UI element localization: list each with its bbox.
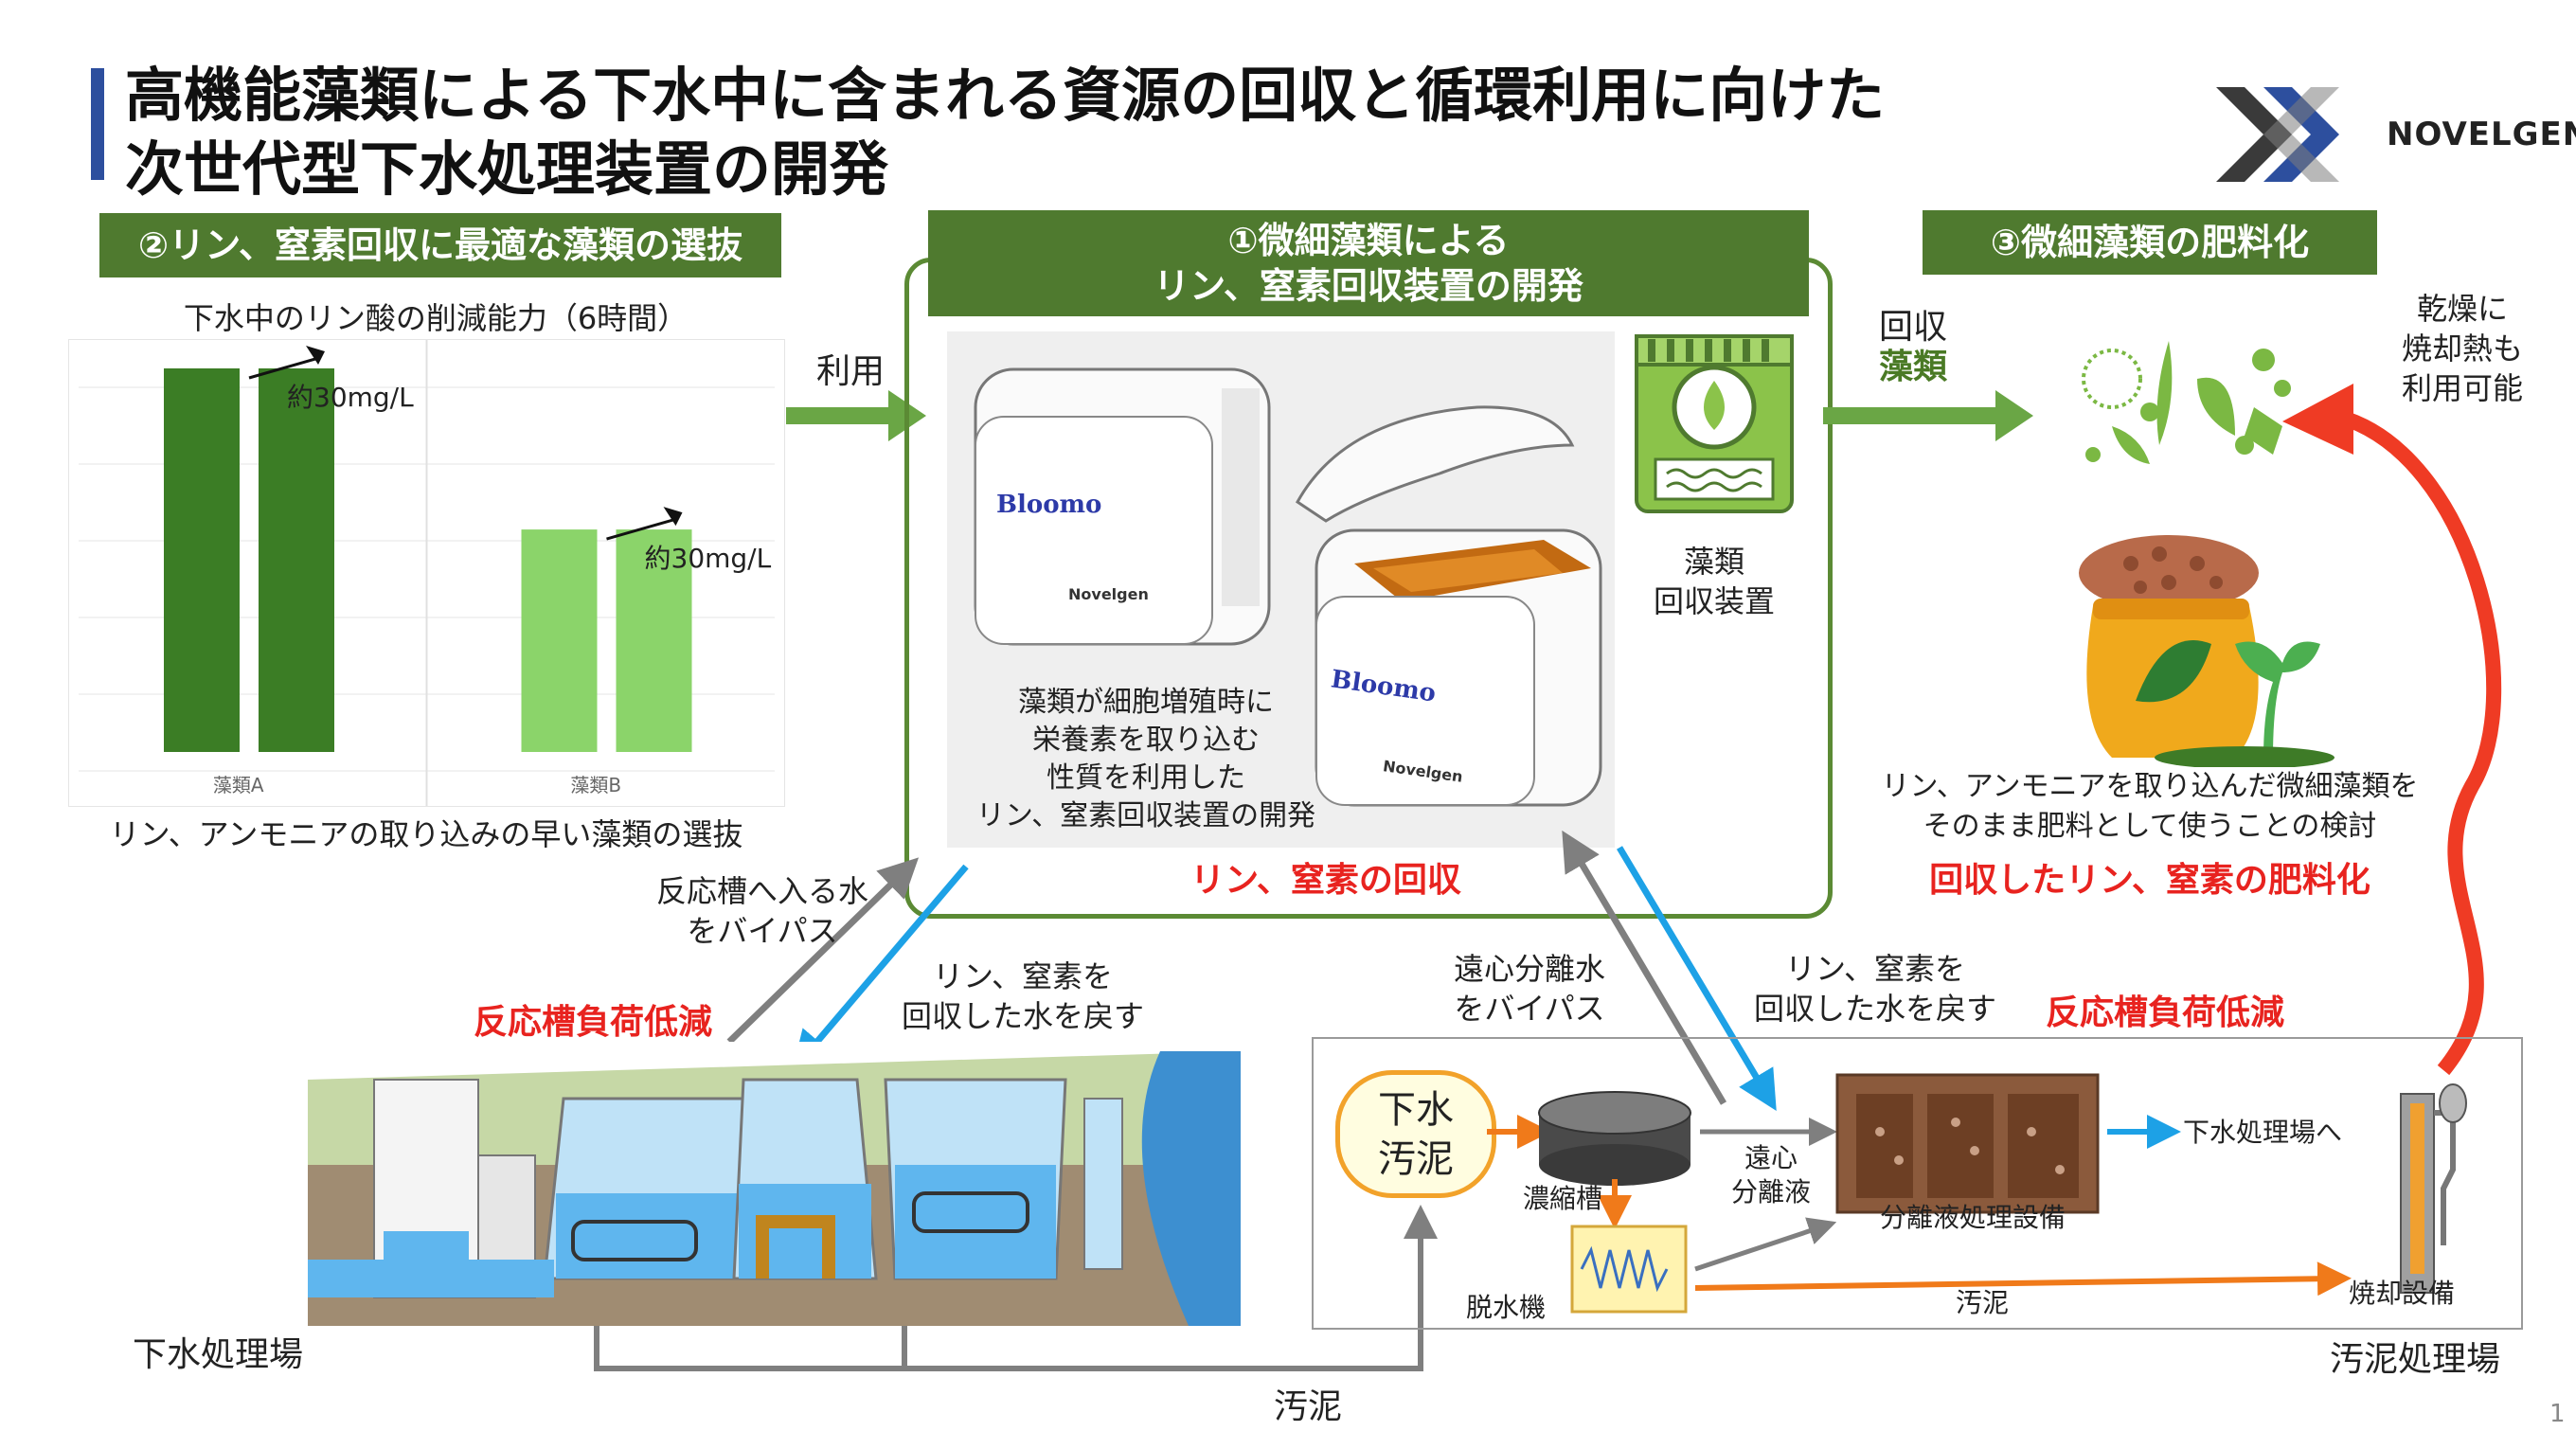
desc-line-4: リン、窒素回収装置の開発 bbox=[975, 799, 1316, 832]
heat-note: 乾燥に 焼却熱も 利用可能 bbox=[2368, 289, 2557, 408]
page-number: 1 bbox=[2549, 1400, 2566, 1428]
heat-line-2: 焼却熱も bbox=[2401, 331, 2523, 367]
heat-return-arrow bbox=[2282, 384, 2502, 1076]
chart-reduction-arrow bbox=[248, 357, 316, 380]
algae-recovery-device-icon bbox=[1635, 334, 1794, 513]
chart-reduction-arrow bbox=[606, 518, 673, 541]
right-return-line-2: 回収した水を戻す bbox=[1753, 991, 1996, 1027]
section2-header: ②リン、窒素回収に最適な藻類の選抜 bbox=[99, 213, 781, 277]
section3-header: ③微細藻類の肥料化 bbox=[1923, 210, 2377, 275]
dewater-label: 脱水機 bbox=[1466, 1292, 1547, 1323]
device1-brand: Bloomo bbox=[996, 491, 1102, 519]
section3-description: リン、アンモニアを取り込んだ微細藻類を そのまま肥料として使うことの検討 bbox=[1856, 767, 2443, 847]
chart-svg: 約30mg/L 藻類A 約30mg/L 藻類B bbox=[79, 340, 775, 806]
chart-bar bbox=[164, 368, 240, 752]
sludge-line-1: 下水 bbox=[1378, 1087, 1454, 1132]
bottom-sludge-label: 汚泥 bbox=[1274, 1387, 1343, 1426]
section2-caption: リン、アンモニアの取り込みの早い藻類の選抜 bbox=[109, 816, 743, 852]
chart-reduction-arrowhead bbox=[663, 507, 683, 527]
logo-mark-icon bbox=[2216, 87, 2339, 182]
right-bypass-line-1: 遠心分離水 bbox=[1453, 951, 1605, 987]
left-return-line-1: リン、窒素を bbox=[932, 958, 1114, 994]
phosphate-chart: 約30mg/L 藻類A 約30mg/L 藻類B bbox=[68, 339, 785, 807]
recover-arrow bbox=[1823, 390, 2033, 441]
right-return-label: リン、窒素を 回収した水を戻す bbox=[1743, 949, 2008, 1029]
chart-annotation: 約30mg/L bbox=[287, 382, 414, 413]
desc-line-1: 藻類が細胞増殖時に bbox=[1018, 686, 1274, 719]
title-line-1: 高機能藻類による下水中に含まれる資源の回収と循環利用に向けた bbox=[125, 61, 1886, 130]
microalgae-icon bbox=[2082, 341, 2291, 464]
separation-label: 分離液処理設備 bbox=[1880, 1202, 2066, 1233]
thickener-label: 濃縮槽 bbox=[1523, 1183, 1603, 1214]
chart-reduction-arrowhead bbox=[306, 346, 325, 365]
sludge-line-2: 汚泥 bbox=[1378, 1136, 1454, 1181]
chart-bar bbox=[259, 368, 334, 752]
desc-line-3: 性質を利用した bbox=[1046, 761, 1245, 795]
recover-line-2: 藻類 bbox=[1878, 348, 1947, 386]
chart-category-label: 藻類A bbox=[213, 774, 264, 796]
incinerator-label: 焼却設備 bbox=[2349, 1278, 2456, 1309]
heat-line-1: 乾燥に bbox=[2416, 291, 2508, 327]
heat-line-3: 利用可能 bbox=[2401, 370, 2523, 406]
right-bypass-line-2: をバイパス bbox=[1454, 991, 1605, 1027]
section1-description: 藻類が細胞増殖時に 栄養素を取り込む 性質を利用した リン、窒素回収装置の開発 bbox=[947, 684, 1345, 835]
section3-desc-line-1: リン、アンモニアを取り込んだ微細藻類を bbox=[1881, 770, 2419, 803]
recover-line-1: 回収 bbox=[1878, 308, 1947, 347]
sludge-plant-box bbox=[1312, 1037, 2523, 1330]
section1-header-line1: ①微細藻類による bbox=[1227, 220, 1510, 261]
sludge-plant-diagram bbox=[1487, 1073, 2467, 1314]
left-return-line-2: 回収した水を戻す bbox=[901, 998, 1144, 1034]
left-plant-label: 下水処理場 bbox=[133, 1335, 304, 1374]
desc-line-2: 栄養素を取り込む bbox=[1032, 724, 1260, 757]
left-bypass-line-2: をバイパス bbox=[687, 913, 838, 949]
section1-header: ①微細藻類による リン、窒素回収装置の開発 bbox=[928, 210, 1809, 316]
centrifuge-line-1: 遠心 bbox=[1744, 1142, 1798, 1173]
right-plant-label: 汚泥処理場 bbox=[2330, 1340, 2501, 1379]
device-illustration: Bloomo Novelgen Bloomo Novelgen 藻類が細胞増殖時… bbox=[947, 331, 1615, 848]
sewage-sludge-badge: 下水 汚泥 bbox=[1335, 1070, 1496, 1198]
bloomo-devices-icon bbox=[974, 367, 1602, 807]
right-bypass-label: 遠心分離水 をバイパス bbox=[1411, 949, 1648, 1029]
to-plant-label: 下水処理場へ bbox=[2183, 1117, 2343, 1148]
section1-result: リン、窒素の回収 bbox=[1190, 861, 1461, 900]
section3-desc-line-2: そのまま肥料として使うことの検討 bbox=[1923, 810, 2377, 843]
centrifuge-label: 遠心 分離液 bbox=[1719, 1141, 1823, 1209]
left-return-label: リン、窒素を 回収した水を戻す bbox=[890, 957, 1155, 1036]
title-line-2: 次世代型下水処理装置の開発 bbox=[125, 134, 889, 204]
right-return-line-1: リン、窒素を bbox=[1784, 951, 1966, 987]
device1-maker: Novelgen bbox=[1068, 585, 1149, 603]
left-load-reduction: 反応槽負荷低減 bbox=[474, 1003, 713, 1042]
sewage-plant-illustration bbox=[308, 1042, 1241, 1326]
chart-category-label: 藻類B bbox=[570, 774, 621, 796]
logo-text: NOVELGEN bbox=[2387, 116, 2576, 153]
right-load-reduction: 反応槽負荷低減 bbox=[2046, 993, 2285, 1032]
chart-annotation: 約30mg/L bbox=[645, 543, 772, 574]
novelgen-logo: NOVELGEN bbox=[2207, 87, 2576, 182]
chart-bar bbox=[616, 529, 692, 752]
algae-recovery-label: 藻類 回収装置 bbox=[1624, 542, 1804, 621]
centrifuge-line-2: 分離液 bbox=[1730, 1176, 1811, 1208]
icon-label-line-1: 藻類 bbox=[1683, 544, 1744, 580]
chart-title: 下水中のリン酸の削減能力（6時間） bbox=[183, 300, 689, 336]
page-title: 高機能藻類による下水中に含まれる資源の回収と循環利用に向けた 次世代型下水処理装… bbox=[125, 59, 1885, 206]
section3-result: 回収したリン、窒素の肥料化 bbox=[1929, 861, 2370, 900]
left-bypass-label: 反応槽へ入る水 をバイパス bbox=[635, 871, 890, 951]
chart-bar bbox=[521, 529, 598, 752]
section1-header-line2: リン、窒素回収装置の開発 bbox=[1154, 265, 1583, 307]
left-bypass-line-1: 反応槽へ入る水 bbox=[655, 873, 868, 909]
recover-label: 回収 藻類 bbox=[1856, 308, 1970, 387]
fertilizer-bag-icon bbox=[2079, 535, 2334, 767]
sludge-flow-label: 汚泥 bbox=[1956, 1287, 2010, 1318]
title-accent-bar bbox=[91, 68, 104, 180]
use-label: 利用 bbox=[816, 352, 886, 391]
icon-label-line-2: 回収装置 bbox=[1653, 583, 1775, 619]
